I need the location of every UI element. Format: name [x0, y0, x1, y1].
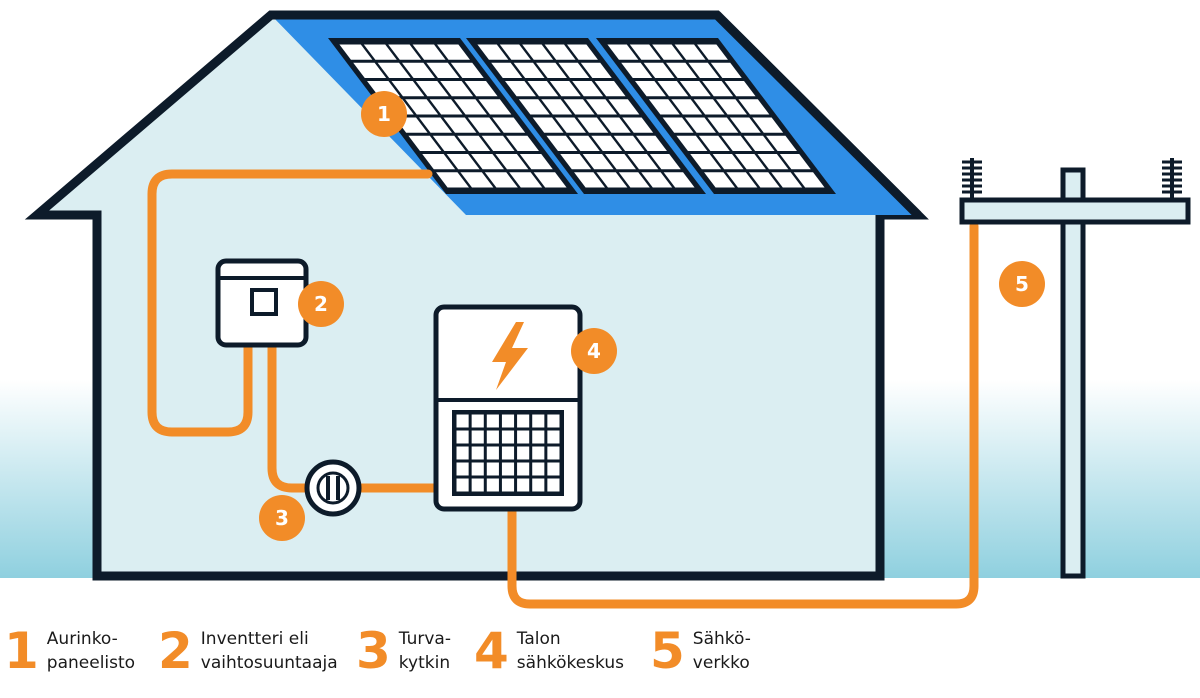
legend-number: 4	[474, 622, 509, 680]
utility-pole-icon	[959, 158, 1191, 579]
legend: 1 Aurinko- paneelisto 2 Inventteri eli v…	[0, 614, 1200, 698]
badge-1: 1	[361, 91, 407, 137]
cable-inverter-to-switch	[267, 339, 315, 493]
badge-3-number: 3	[275, 506, 289, 530]
house-illustration: 1 2 3 4 5	[0, 10, 1200, 609]
cable-panel-to-inverter	[147, 169, 433, 437]
legend-label: Talon sähkökeskus	[516, 629, 624, 673]
legend-label: Aurinko- paneelisto	[46, 629, 136, 673]
badge-5-number: 5	[1015, 272, 1029, 296]
cable-board-to-grid	[507, 221, 979, 609]
switchboard	[433, 304, 583, 512]
legend-number: 2	[158, 622, 193, 680]
breaker-grid	[452, 410, 564, 496]
inverter-icon	[215, 258, 309, 348]
badge-2: 2	[298, 281, 344, 327]
legend-item-5: 5 Sähkö- verkko	[650, 626, 751, 676]
lightning-bolt-icon	[492, 322, 528, 390]
solar-array-1	[328, 38, 578, 194]
legend-item-4: 4 Talon sähkökeskus	[474, 626, 624, 676]
solar-array-2	[466, 38, 706, 194]
legend-number: 5	[650, 622, 685, 680]
legend-label: Sähkö- verkko	[692, 629, 751, 673]
cables	[147, 169, 979, 609]
legend-label: Turva- kytkin	[398, 629, 451, 673]
legend-label: Inventteri eli vaihtosuuntaaja	[200, 629, 338, 673]
badge-4-number: 4	[587, 339, 601, 363]
roof-edge-right	[713, 11, 922, 219]
legend-item-2: 2 Inventteri eli vaihtosuuntaaja	[158, 626, 338, 676]
legend-item-1: 1 Aurinko- paneelisto	[4, 626, 135, 676]
badge-3: 3	[259, 495, 305, 541]
solar-array-3	[596, 38, 836, 194]
insulators	[962, 158, 1182, 200]
badge-5: 5	[999, 261, 1045, 307]
legend-number: 3	[356, 622, 391, 680]
legend-item-3: 3 Turva- kytkin	[356, 626, 451, 676]
badge-4: 4	[571, 328, 617, 374]
legend-number: 1	[4, 622, 39, 680]
safety-switch-icon	[304, 459, 362, 517]
badge-1-number: 1	[377, 102, 391, 126]
badge-2-number: 2	[314, 292, 328, 316]
solar-panel-icon	[328, 38, 836, 194]
